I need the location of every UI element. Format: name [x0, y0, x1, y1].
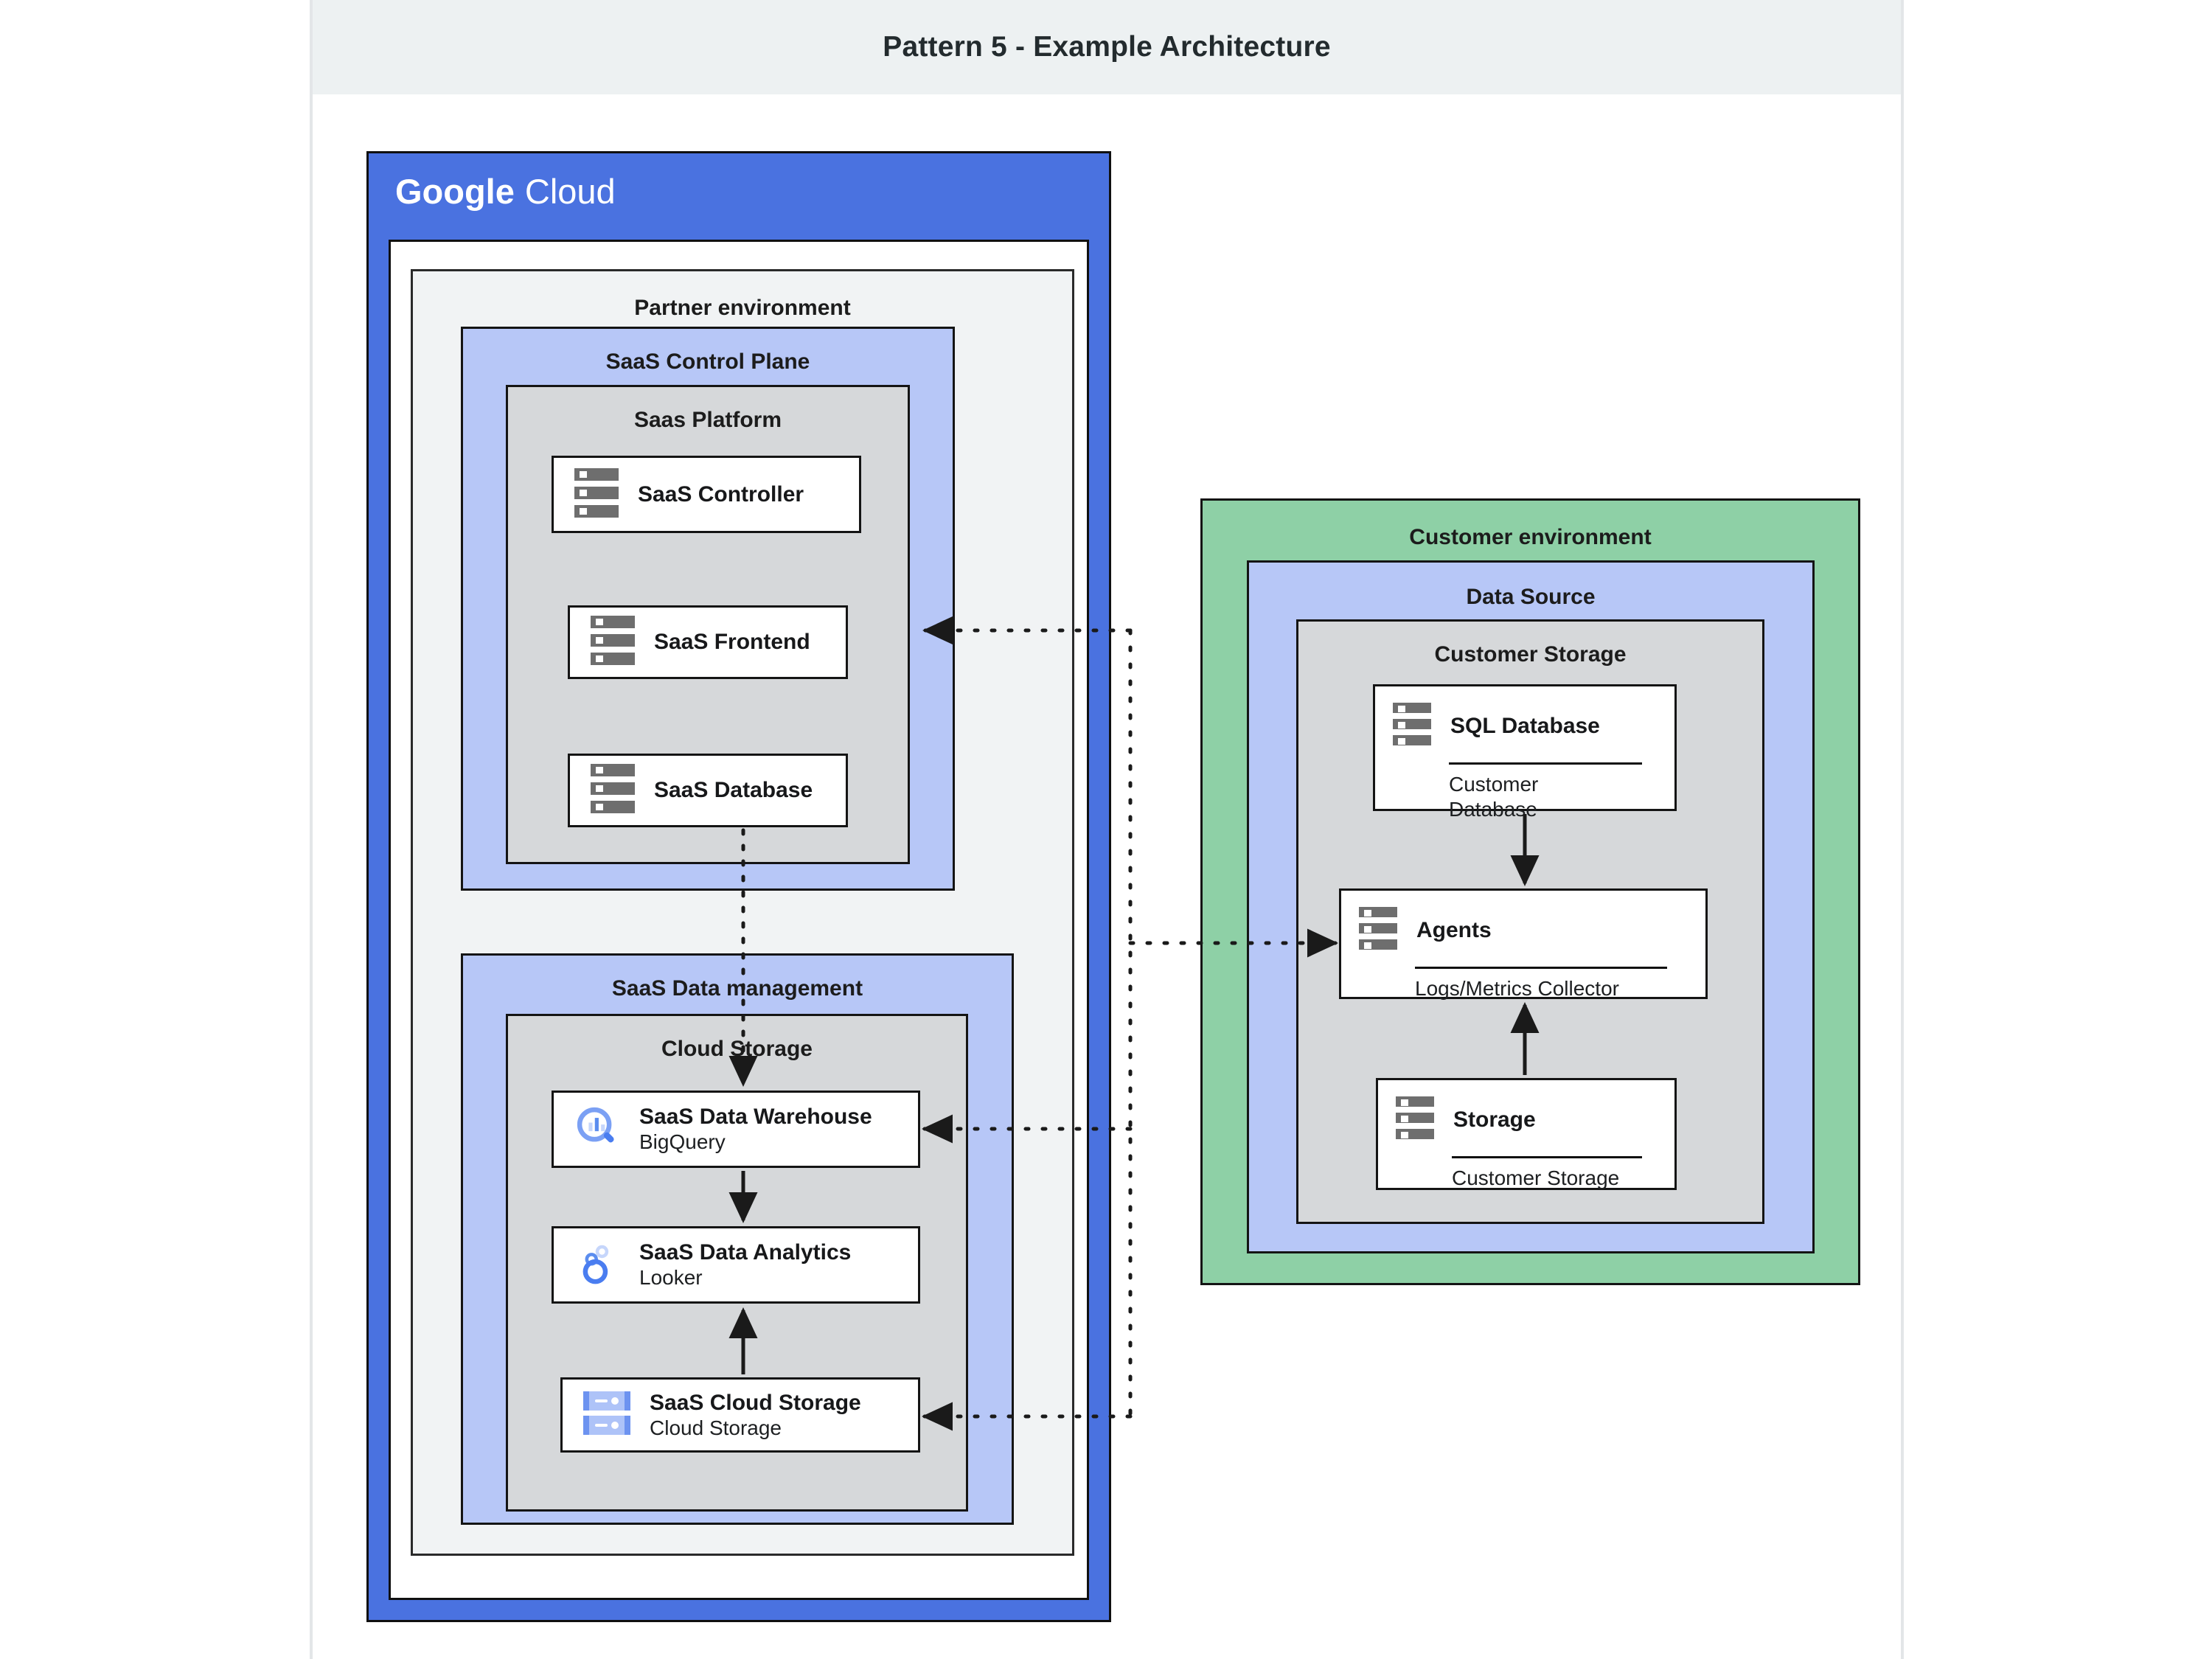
- cloud-wordmark: Cloud: [524, 172, 616, 211]
- looker-icon: [574, 1240, 620, 1290]
- node-saas-data-warehouse[interactable]: SaaS Data Warehouse BigQuery: [552, 1091, 920, 1168]
- node-saas-database[interactable]: SaaS Database: [568, 754, 848, 827]
- server-icon: [591, 764, 635, 817]
- node-subtitle: Looker: [639, 1266, 703, 1290]
- node-subtitle: Cloud Storage: [650, 1416, 782, 1439]
- node-saas-controller[interactable]: SaaS Controller: [552, 456, 861, 533]
- server-icon: [1393, 703, 1431, 749]
- cloud-storage-group-label: Cloud Storage: [661, 1037, 813, 1061]
- server-icon: [591, 616, 635, 669]
- node-title: SaaS Frontend: [654, 630, 810, 655]
- node-title: SaaS Data Analytics: [639, 1240, 852, 1265]
- title-bar: Pattern 5 - Example Architecture: [313, 0, 1901, 94]
- divider: [1452, 1156, 1642, 1158]
- data-source-label: Data Source: [1466, 585, 1596, 609]
- divider: [1449, 762, 1642, 765]
- node-subtitle: BigQuery: [639, 1130, 726, 1154]
- google-wordmark: Google: [395, 172, 515, 211]
- node-title: Agents: [1416, 917, 1492, 942]
- node-subtitle: Logs/Metrics Collector: [1415, 977, 1619, 1000]
- node-sql-database[interactable]: SQL Database Customer Database: [1373, 684, 1677, 821]
- node-saas-data-analytics[interactable]: SaaS Data Analytics Looker: [552, 1226, 920, 1304]
- node-title: SaaS Data Warehouse: [639, 1105, 872, 1129]
- node-title: SaaS Cloud Storage: [650, 1390, 861, 1415]
- node-title: SaaS Controller: [638, 481, 804, 507]
- node-saas-cloud-storage[interactable]: SaaS Cloud Storage Cloud Storage: [560, 1377, 920, 1453]
- node-subtitle: Customer Storage: [1452, 1166, 1620, 1189]
- page-title: Pattern 5 - Example Architecture: [883, 31, 1331, 63]
- bigquery-icon: [574, 1105, 620, 1154]
- saas-data-management-label: SaaS Data management: [611, 976, 863, 1001]
- saas-platform-label: Saas Platform: [633, 408, 782, 432]
- node-subtitle: Customer Database: [1449, 773, 1539, 821]
- node-saas-frontend[interactable]: SaaS Frontend: [568, 605, 848, 679]
- partner-environment-label: Partner environment: [634, 296, 851, 320]
- customer-storage-group-label: Customer Storage: [1434, 642, 1627, 667]
- customer-environment-label: Customer environment: [1409, 525, 1652, 549]
- server-icon: [1359, 907, 1397, 953]
- saas-control-plane-label: SaaS Control Plane: [605, 349, 810, 374]
- server-icon: [1396, 1096, 1434, 1143]
- node-customer-storage[interactable]: Storage Customer Storage: [1376, 1078, 1677, 1190]
- node-title: SQL Database: [1450, 713, 1600, 738]
- divider: [1415, 967, 1667, 969]
- cloud-storage-icon: [583, 1391, 630, 1439]
- server-icon: [574, 467, 619, 521]
- node-title: SaaS Database: [654, 778, 813, 803]
- node-agents[interactable]: Agents Logs/Metrics Collector: [1339, 888, 1708, 1000]
- node-title: Storage: [1453, 1107, 1536, 1132]
